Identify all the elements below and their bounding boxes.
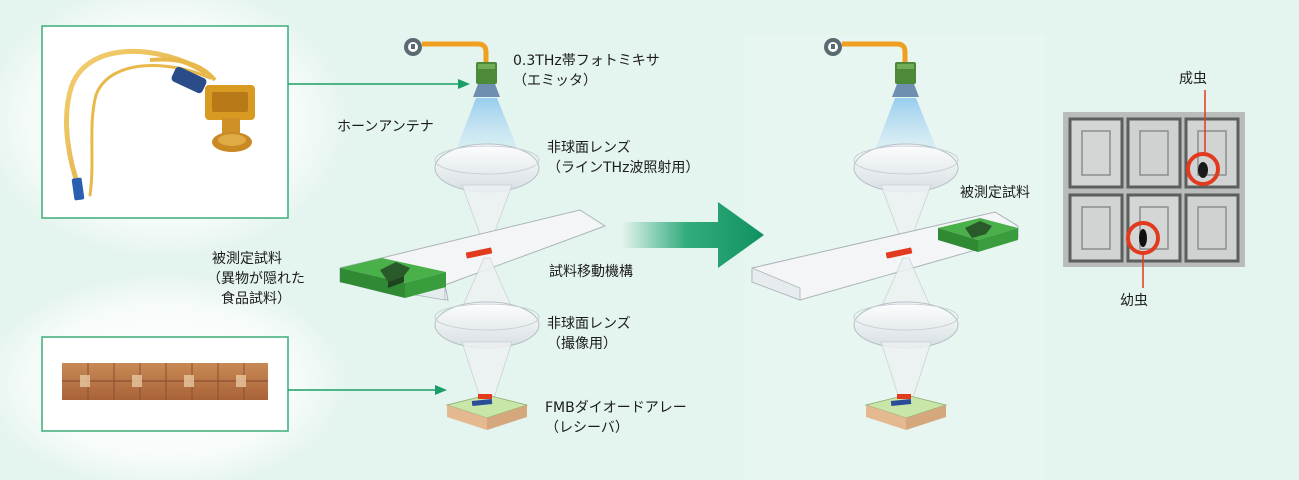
lens1-label: 非球面レンズ: [547, 140, 631, 156]
receiver-sublabel: （レシーバ）: [545, 420, 629, 436]
lens2-sublabel: （撮像用）: [547, 336, 617, 352]
lens2-label: 非球面レンズ: [547, 316, 631, 332]
lens1-sublabel: （ラインTHz波照射用）: [547, 160, 700, 176]
thz-image-result: [1063, 112, 1245, 267]
right-setup: [751, 38, 1019, 430]
photomixer-module-image: [64, 49, 255, 201]
sample-left-sublabel-1: （異物が隠れた: [207, 271, 305, 287]
emitter-beam: [456, 98, 518, 150]
adult-indicator-ring: [1186, 152, 1220, 186]
connector-arrow-bottom: [288, 385, 447, 395]
sample-left-sublabel-2: 食品試料）: [221, 291, 291, 307]
hidden-foreign-object: [380, 262, 410, 282]
stage-label: 試料移動機構: [549, 264, 633, 280]
larva-indicator-ring: [1126, 221, 1160, 255]
adult-insect-mark: [1198, 162, 1208, 178]
imaging-beam: [461, 341, 513, 399]
photomixer-label: 0.3THz帯フォトミキサ: [513, 53, 660, 69]
diode-array-image: [62, 363, 268, 400]
connector-arrow-top: [288, 79, 470, 89]
sample-left-label: 被測定試料: [212, 251, 282, 267]
optical-fiber: [422, 41, 489, 62]
photomixer-sublabel: （エミッタ）: [513, 73, 597, 89]
photomixer-inset-box: [41, 25, 289, 219]
horn-antenna: [473, 84, 500, 97]
adult-label: 成虫: [1179, 71, 1207, 87]
transition-arrow: [622, 202, 764, 268]
aspheric-lens-imaging: [434, 301, 540, 349]
horn-antenna-label: ホーンアンテナ: [337, 119, 434, 135]
left-setup: [339, 38, 607, 430]
larva-mark: [1139, 229, 1147, 247]
receiver-label: FMBダイオードアレー: [545, 400, 687, 416]
sample-right-label: 被測定試料: [960, 185, 1030, 201]
larva-label: 幼虫: [1120, 293, 1148, 309]
thz-line-mark: [465, 247, 493, 259]
